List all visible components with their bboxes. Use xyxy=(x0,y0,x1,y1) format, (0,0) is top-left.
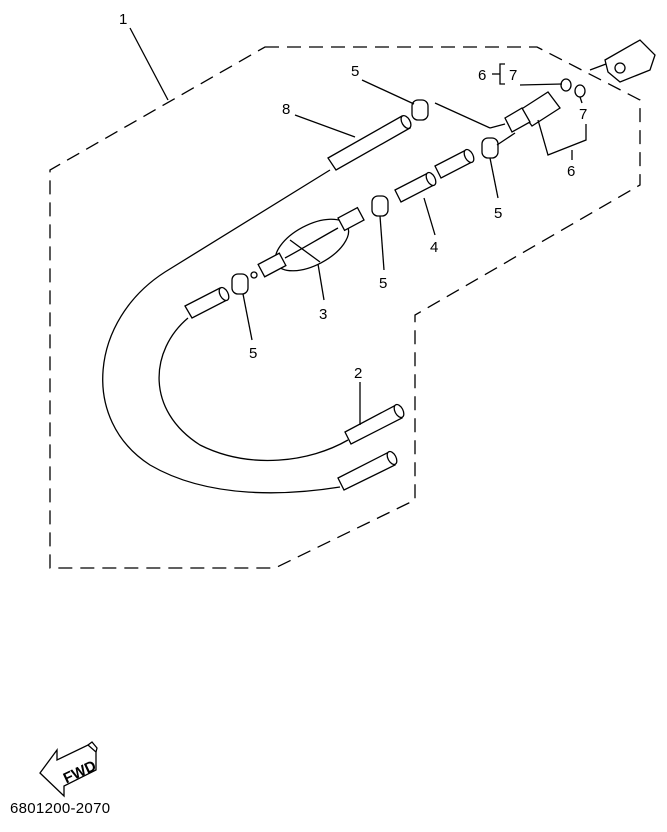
hose-segment-4a xyxy=(394,171,437,203)
callout-7: 7 xyxy=(509,67,517,84)
callout-8: 8 xyxy=(282,101,290,118)
fuel-hose-outer xyxy=(102,169,341,494)
callout-2: 2 xyxy=(354,365,362,382)
hose-segment-8 xyxy=(327,114,412,171)
callout-1: 1 xyxy=(119,11,127,28)
hose-segment-2a xyxy=(344,403,405,445)
fuel-connector xyxy=(434,91,561,146)
primer-bulb xyxy=(250,206,365,279)
fuel-hose-inner xyxy=(158,317,349,462)
callout-4: 4 xyxy=(430,239,438,256)
hose-segment-left xyxy=(184,286,230,319)
callout-3: 3 xyxy=(319,306,327,323)
callout-6: 6 xyxy=(478,67,486,84)
leader-lines xyxy=(129,27,587,425)
hose-segment-4b xyxy=(434,148,475,179)
assembly-outline xyxy=(49,46,641,569)
callout-5: 5 xyxy=(351,63,359,80)
fwd-arrow-icon: FWD xyxy=(39,741,99,798)
callout-6: 6 xyxy=(567,163,575,180)
callout-5: 5 xyxy=(379,275,387,292)
callout-7: 7 xyxy=(579,106,587,123)
callout-5: 5 xyxy=(494,205,502,222)
diagram-code: 6801200-2070 xyxy=(10,800,111,817)
engine-side-fitting xyxy=(589,39,656,83)
callout-5: 5 xyxy=(249,345,257,362)
o-rings-7 xyxy=(560,78,586,98)
hose-segment-2b xyxy=(337,450,398,491)
